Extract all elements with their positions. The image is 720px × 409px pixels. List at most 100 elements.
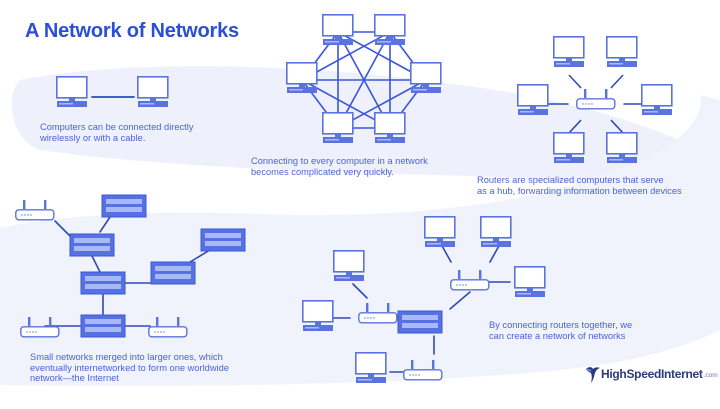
computer-stand <box>69 98 75 101</box>
router-led <box>462 284 464 286</box>
computer-base-detail <box>59 103 73 105</box>
computer-base-detail <box>336 277 350 279</box>
server-slot <box>74 246 110 251</box>
computer-icon <box>355 352 387 383</box>
router-icon <box>20 317 60 338</box>
server-body <box>101 194 147 218</box>
router-led <box>30 214 32 216</box>
computer-screen <box>410 62 442 85</box>
router-led <box>163 331 165 333</box>
computer-base-detail <box>483 243 497 245</box>
computer-base-detail <box>377 139 391 141</box>
computer-screen <box>374 112 406 135</box>
brand-logo[interactable]: HighSpeedInternet .com <box>585 364 718 384</box>
computer-base-detail <box>289 89 303 91</box>
cable <box>189 249 211 263</box>
router-body <box>403 369 443 381</box>
router-antenna <box>28 317 31 326</box>
router-led <box>29 331 31 333</box>
computer-icon <box>517 84 549 115</box>
router-body <box>148 326 188 338</box>
router-led <box>35 331 37 333</box>
computer-base-detail <box>517 293 531 295</box>
router-led <box>585 103 587 105</box>
computer-stand <box>346 272 352 275</box>
router-led <box>459 284 461 286</box>
computer-icon <box>322 14 354 45</box>
router-led <box>364 317 366 319</box>
computer-screen <box>322 14 354 37</box>
server-icon <box>80 271 126 295</box>
router-antenna <box>156 317 159 326</box>
computer-stand <box>335 134 341 137</box>
computer-base-detail <box>358 379 372 381</box>
computer-base-detail <box>556 159 570 161</box>
computer-stand <box>387 36 393 39</box>
computer-icon <box>606 36 638 67</box>
computer-screen <box>514 266 546 289</box>
computer-screen <box>517 84 549 107</box>
computer-icon <box>56 76 88 107</box>
caption-line: eventually internetworked to form one wo… <box>30 362 229 373</box>
caption-line: By connecting routers together, we <box>489 320 633 330</box>
computer-stand <box>437 238 443 241</box>
server-icon <box>80 314 126 338</box>
computer-screen <box>553 36 585 59</box>
server-icon <box>69 233 115 257</box>
cable <box>449 291 471 310</box>
computer-base-detail <box>520 111 534 113</box>
router-antenna <box>366 303 369 312</box>
router-antenna <box>432 360 435 369</box>
computer-stand <box>619 154 625 157</box>
router-led <box>591 103 593 105</box>
computer-base-detail <box>325 41 339 43</box>
computer-stand <box>315 322 321 325</box>
cable <box>568 119 582 134</box>
server-slot <box>85 319 121 324</box>
computer-stand <box>566 58 572 61</box>
router-led <box>465 284 467 286</box>
computer-icon <box>374 112 406 143</box>
computer-stand <box>566 154 572 157</box>
caption-line: becomes complicated very quickly. <box>251 166 394 177</box>
computer-base-detail <box>609 63 623 65</box>
caption-line: can create a network of networks <box>489 330 626 341</box>
router-icon <box>403 360 443 381</box>
logo-name: HighSpeedInternet <box>601 367 703 381</box>
computer-stand <box>368 374 374 377</box>
cable <box>91 255 101 273</box>
cable <box>352 283 368 299</box>
server-icon <box>397 310 443 334</box>
server-slot <box>402 315 438 320</box>
computer-icon <box>322 112 354 143</box>
computer-icon <box>606 132 638 163</box>
router-antenna <box>387 303 390 312</box>
router-led <box>582 103 584 105</box>
cable <box>568 74 582 89</box>
server-body <box>397 310 443 334</box>
server-body <box>69 233 115 257</box>
router-led <box>418 374 420 376</box>
router-led <box>588 103 590 105</box>
computer-screen <box>286 62 318 85</box>
cable <box>54 220 71 237</box>
router-led <box>456 284 458 286</box>
router-antenna <box>411 360 414 369</box>
router-led <box>21 214 23 216</box>
logo-tld: .com <box>703 372 718 379</box>
server-body <box>200 228 246 252</box>
caption-line: Computers can be connected directly <box>40 122 194 132</box>
page-title: A Network of Networks <box>25 20 239 42</box>
server-slot <box>205 241 241 246</box>
cable <box>610 119 624 134</box>
computer-icon <box>514 266 546 297</box>
computer-screen <box>137 76 169 99</box>
caption-network-of-networks: By connecting routers together, we can c… <box>489 320 632 341</box>
computer-screen <box>641 84 673 107</box>
computer-icon <box>302 300 334 331</box>
router-led <box>24 214 26 216</box>
server-slot <box>85 327 121 332</box>
router-led <box>415 374 417 376</box>
router-led <box>154 331 156 333</box>
